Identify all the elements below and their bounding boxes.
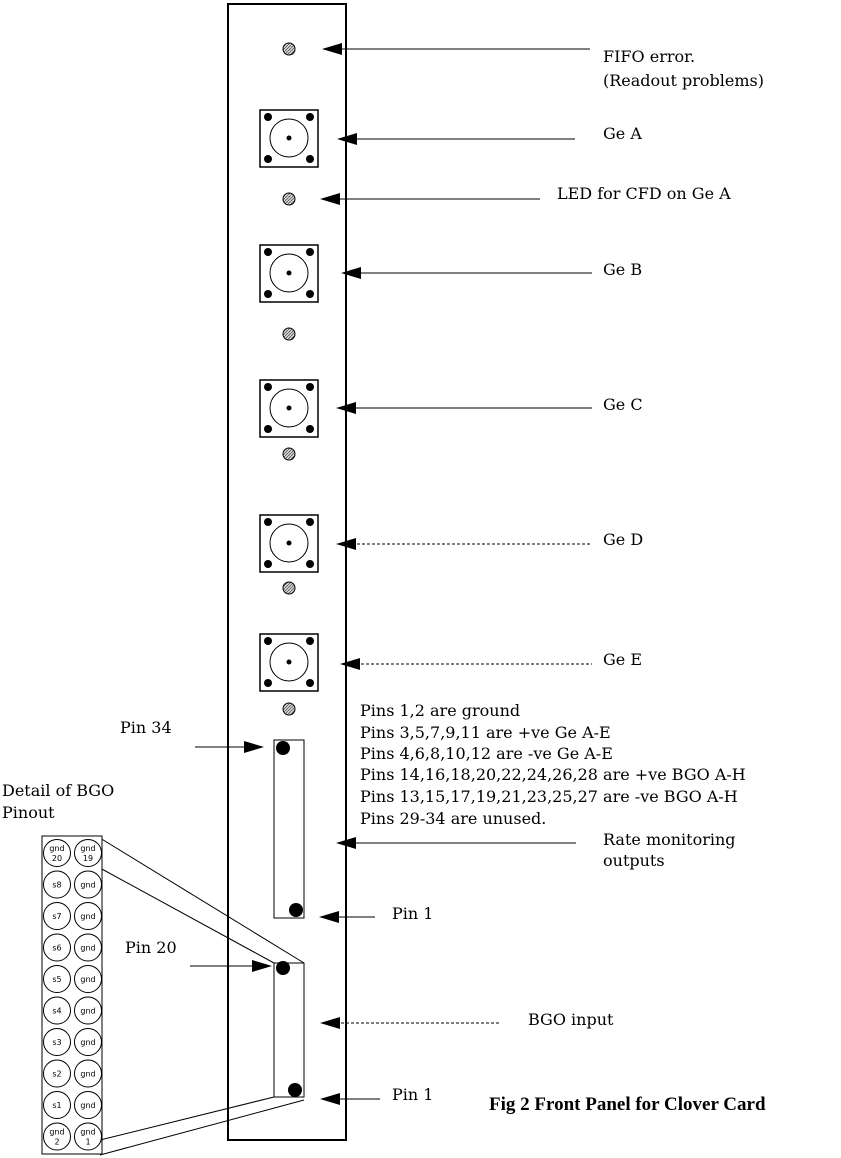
label-fifo-error: FIFO error. (603, 47, 695, 66)
bgo-pin-circle (43, 870, 71, 899)
pins-note: Pins 3,5,7,9,11 are +ve Ge A-E (360, 723, 611, 742)
bgo-pin-label: s3 (52, 1038, 61, 1047)
bgo-pin-circle (43, 1122, 71, 1151)
bgo-pin-circle (74, 1059, 102, 1088)
label-ge-d: Ge D (603, 530, 643, 549)
bgo-pin-label: 20 (52, 854, 62, 863)
connector-ge-a (259, 109, 319, 168)
bgo-pin-circle (74, 1028, 102, 1056)
bgo-pin-label: s5 (52, 975, 61, 984)
bgo-pin-label: gnd (80, 844, 95, 853)
bgo-pin-label: gnd (80, 1070, 95, 1079)
connector-ge-b (259, 244, 319, 303)
led-cfd-ge-b (282, 327, 296, 341)
bgo-pin-label: s2 (52, 1070, 61, 1079)
bgo-pin-label: gnd (49, 1128, 64, 1137)
bgo-pin-label: gnd (80, 881, 95, 890)
bgo-pin-label: gnd (80, 1038, 95, 1047)
led-cfd-ge-e (282, 702, 296, 716)
detail-projection-lines (99, 837, 305, 1156)
label-pin1-lower: Pin 1 (392, 1085, 433, 1104)
label-rate-outputs: outputs (603, 851, 665, 870)
bgo-pin-circle (43, 902, 71, 930)
bgo-pin-circle (74, 870, 102, 899)
label-ge-a: Ge A (603, 124, 642, 143)
bgo-pin-circle (43, 1091, 71, 1119)
bgo-pin-circle (74, 839, 102, 867)
bgo-pin-label: gnd (80, 1007, 95, 1016)
bgo-pin-label: gnd (80, 912, 95, 921)
pins-note: Pins 1,2 are ground (360, 701, 520, 720)
bgo-pin-circle (74, 902, 102, 930)
label-ge-e: Ge E (603, 650, 642, 669)
bgo-pin-circle (74, 1122, 102, 1151)
label-detail-bgo: Detail of BGO (2, 781, 114, 800)
bgo-pin-label: s4 (52, 1007, 61, 1016)
bgo-pin-label: gnd (80, 1101, 95, 1110)
bgo-pin-circle (43, 933, 71, 962)
pins-note: Pins 4,6,8,10,12 are -ve Ge A-E (360, 744, 613, 763)
label-readout-problems: (Readout problems) (603, 71, 764, 90)
bgo-pin-circle (74, 1091, 102, 1119)
label-ge-b: Ge B (603, 260, 642, 279)
label-bgo-input: BGO input (528, 1010, 614, 1029)
bgo-pin-circle (74, 933, 102, 962)
led-cfd-ge-a (282, 192, 296, 206)
pins-note: Pins 14,16,18,20,22,24,26,28 are +ve BGO… (360, 765, 746, 784)
bgo-pin-circle (43, 1059, 71, 1088)
bgo-pin-circle (74, 996, 102, 1025)
bgo-pin-circle (43, 1028, 71, 1056)
bgo-pin-circle (43, 839, 71, 867)
label-detail-pinout: Pinout (2, 803, 55, 822)
bgo-pin-label: gnd (80, 1128, 95, 1137)
bgo-pin-label: gnd (80, 975, 95, 984)
label-led-cfd: LED for CFD on Ge A (557, 184, 731, 203)
pins-note: Pins 13,15,17,19,21,23,25,27 are -ve BGO… (360, 787, 738, 806)
bgo-pin-label: s6 (52, 944, 61, 953)
bgo-pin-label: gnd (80, 944, 95, 953)
label-rate-monitoring: Rate monitoring (603, 830, 736, 849)
connector-rate-monitoring (273, 739, 305, 919)
pins-note: Pins 29-34 are unused. (360, 809, 546, 828)
label-pin20: Pin 20 (125, 938, 177, 957)
led-cfd-ge-d (282, 581, 296, 595)
led-cfd-ge-c (282, 447, 296, 461)
bgo-pin-label: s7 (52, 912, 61, 921)
bgo-pin-label: 2 (54, 1138, 59, 1147)
figure-caption: Fig 2 Front Panel for Clover Card (489, 1094, 766, 1115)
bgo-pin-label: s1 (52, 1101, 61, 1110)
pins-notes: Pins 1,2 are ground Pins 3,5,7,9,11 are … (360, 701, 746, 828)
label-pin1-upper: Pin 1 (392, 904, 433, 923)
bgo-pin-circle (43, 965, 71, 993)
bgo-pin-label: gnd (49, 844, 64, 853)
bgo-pin-label: 1 (85, 1138, 90, 1147)
bgo-pin-label: s8 (52, 881, 61, 890)
connector-ge-e (259, 633, 319, 692)
bgo-pin-label: 19 (83, 854, 93, 863)
connector-ge-d (259, 514, 319, 573)
label-pin34: Pin 34 (120, 718, 172, 737)
led-fifo-error (282, 42, 296, 56)
bgo-pin-circle (43, 996, 71, 1025)
connector-bgo-input (273, 961, 305, 1098)
bgo-pin-circle (74, 965, 102, 993)
connector-ge-c (259, 379, 319, 438)
leader-lines (190, 43, 592, 1105)
label-ge-c: Ge C (603, 395, 643, 414)
